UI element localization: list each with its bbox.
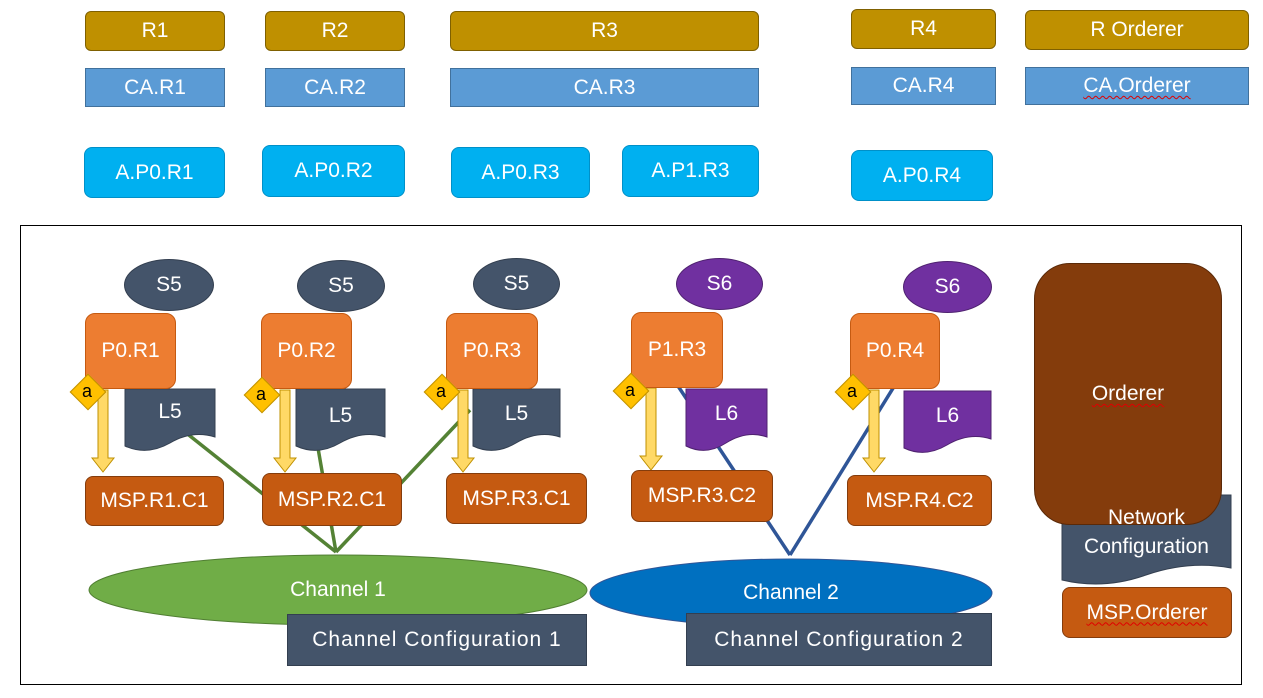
certificate-badge: a: [834, 373, 872, 411]
org-r2: R2: [265, 11, 405, 51]
orderer-label: Orderer: [1091, 382, 1165, 405]
peer-p1-r3: P1.R3: [631, 312, 723, 388]
peer-p0-r3: P0.R3: [446, 313, 538, 389]
channel-1-label: Channel 1: [290, 578, 386, 601]
app-a-p1-r3: A.P1.R3: [622, 145, 759, 197]
certificate-badge-label: a: [435, 380, 446, 401]
org-r-orderer: R Orderer: [1025, 10, 1249, 50]
channel-configuration-1: Channel Configuration 1: [287, 614, 587, 666]
certificate-badge: a: [612, 372, 650, 410]
app-a-p0-r1: A.P0.R1: [84, 147, 225, 198]
ca-r1: CA.R1: [85, 68, 225, 107]
msp-orderer-label: MSP.Orderer: [1086, 600, 1208, 624]
app-a-p0-r2: A.P0.R2: [262, 145, 405, 197]
ledger-l6-r3: [685, 388, 768, 451]
certificate-badge: a: [243, 376, 281, 414]
peer-p0-r1: P0.R1: [85, 313, 176, 389]
smart-contract-s5: S5: [124, 259, 214, 311]
org-r4: R4: [851, 9, 996, 49]
app-a-p0-r4: A.P0.R4: [851, 150, 993, 201]
smart-contract-s6: S6: [676, 258, 763, 310]
ledger-l5-r1: [124, 388, 216, 451]
msp-r2-c1: MSP.R2.C1: [262, 473, 402, 526]
ledger-l6-r4: [903, 390, 992, 453]
msp-r4-c2: MSP.R4.C2: [847, 475, 992, 526]
ca-r3: CA.R3: [450, 68, 759, 107]
certificate-badge: a: [69, 373, 107, 411]
ca-r2: CA.R2: [265, 68, 405, 107]
orderer-node: Orderer: [1034, 263, 1222, 525]
peer-p0-r4: P0.R4: [850, 313, 940, 389]
smart-contract-s6: S6: [903, 261, 992, 313]
msp-orderer: MSP.Orderer: [1062, 587, 1232, 638]
channel-configuration-2: Channel Configuration 2: [686, 613, 992, 666]
certificate-arrows: [90, 387, 887, 473]
certificate-badge-label: a: [624, 379, 635, 400]
msp-r3-c1: MSP.R3.C1: [446, 473, 587, 524]
org-r3: R3: [450, 11, 759, 51]
certificate-badge: a: [423, 373, 461, 411]
ledger-l5-r3: [472, 388, 561, 451]
msp-r3-c2: MSP.R3.C2: [631, 470, 773, 522]
certificate-badge-label: a: [81, 380, 92, 401]
msp-r1-c1: MSP.R1.C1: [85, 476, 224, 526]
channel-2-label: Channel 2: [743, 581, 839, 604]
certificate-badge-label: a: [255, 383, 266, 404]
peer-p0-r2: P0.R2: [261, 313, 352, 389]
app-a-p0-r3: A.P0.R3: [451, 147, 590, 198]
certificate-badge-label: a: [846, 380, 857, 401]
ca-r4: CA.R4: [851, 67, 996, 105]
ledger-l5-r2: [295, 388, 386, 451]
smart-contract-s5: S5: [297, 260, 385, 312]
smart-contract-s5: S5: [473, 258, 560, 310]
network-boundary: [20, 225, 1242, 685]
org-r1: R1: [85, 11, 225, 51]
ca-orderer: CA.Orderer: [1025, 67, 1249, 105]
